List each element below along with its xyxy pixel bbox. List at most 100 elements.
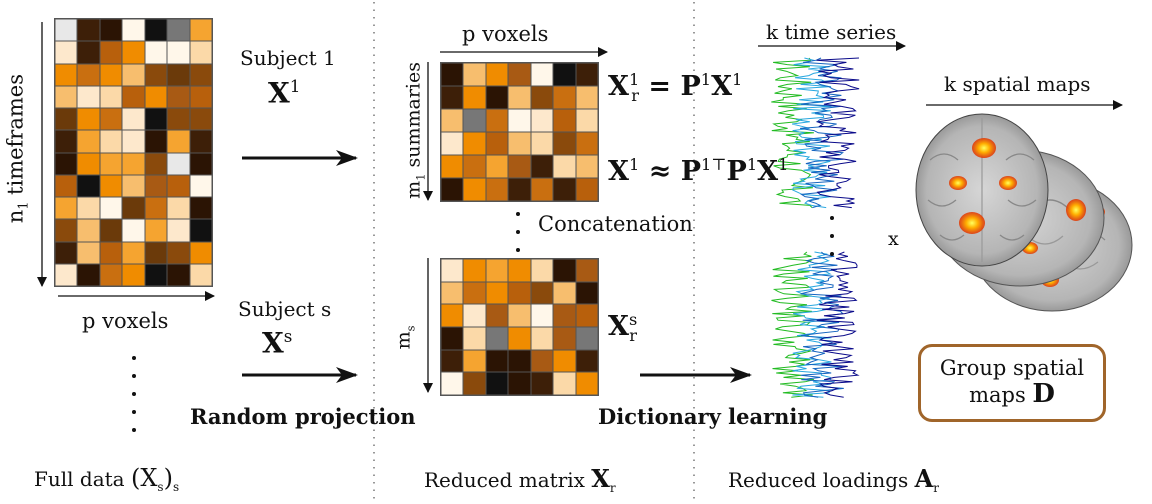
matrix-cell <box>553 372 576 395</box>
full-data-text: Full data <box>34 467 131 491</box>
matrix-cell <box>122 108 145 131</box>
xs-sup: s <box>283 326 293 346</box>
matrix-cell <box>575 63 598 86</box>
matrix-cell <box>485 86 509 109</box>
matrix-cell <box>99 197 123 220</box>
matrix-cell <box>122 174 145 197</box>
matrix-cell <box>189 41 212 64</box>
reduced-matrix-subject-s-symbol: Xsr <box>608 310 637 345</box>
time-series-line <box>800 57 844 209</box>
matrix-cell <box>553 155 576 178</box>
eq1-rhs-end: X <box>711 71 733 102</box>
matrix-cell <box>189 197 212 220</box>
reduced-matrix-x: X <box>591 464 610 493</box>
ms-label: ms <box>393 325 418 349</box>
matrix-cell <box>530 326 554 350</box>
matrix-cell <box>99 108 123 131</box>
matrix-cell <box>553 304 576 327</box>
matrix-cell <box>575 326 598 350</box>
dictionary-learning-label: Dictionary learning <box>598 404 828 429</box>
matrix-cell <box>167 219 190 242</box>
matrix-cell <box>144 85 168 108</box>
time-series-line <box>815 57 860 209</box>
voxels-label-mid: p voxels <box>462 22 549 46</box>
reduced-matrix-caption: Reduced matrix Xr <box>424 464 616 495</box>
xs-base: X <box>262 326 284 360</box>
matrix-cell <box>575 281 598 305</box>
eq1-rhs-end-sup: 1 <box>732 70 743 89</box>
eq2-p: P <box>726 156 747 187</box>
matrix-cell <box>463 259 486 282</box>
matrix-cell <box>167 130 190 153</box>
matrix-cell <box>553 109 576 132</box>
matrix-cell <box>553 349 576 373</box>
matrix-cell <box>144 263 168 286</box>
matrix-cell <box>463 326 486 350</box>
matrix-cell <box>77 219 100 242</box>
time-series-bottom <box>771 251 860 398</box>
timeframes-label: n1 timeframes <box>3 74 30 224</box>
matrix-cell <box>99 130 123 153</box>
eq1-rhs-sup: 1 <box>700 70 712 89</box>
matrix-cell <box>122 219 145 242</box>
matrix-cell <box>144 241 168 264</box>
full-data-sub2: s <box>172 480 180 494</box>
matrix-cell <box>167 263 190 286</box>
multiply-symbol: x <box>888 228 899 250</box>
matrix-cell <box>167 197 190 220</box>
matrix-cell <box>144 41 168 64</box>
matrix-cell <box>55 219 78 242</box>
matrix-cell <box>122 197 145 220</box>
matrix-cell <box>441 155 464 178</box>
matrix-cell <box>167 174 190 197</box>
matrix-cell <box>189 219 212 242</box>
reduced-matrix-subject-s <box>440 258 599 396</box>
matrix-cell <box>77 85 100 108</box>
matrix-cell <box>144 174 168 197</box>
matrix-cell <box>508 281 531 305</box>
matrix-cell <box>575 372 598 395</box>
matrix-cell <box>99 152 123 175</box>
matrix-cell <box>55 130 78 153</box>
matrix-cell <box>99 174 123 197</box>
eq2-x: X <box>757 156 779 187</box>
concatenation-dots <box>516 212 522 266</box>
matrix-cell <box>508 155 531 178</box>
matrix-cell <box>122 19 145 42</box>
matrix-cell <box>122 63 145 86</box>
matrix-cell <box>575 259 598 282</box>
matrix-cell <box>99 263 123 286</box>
matrix-cell <box>553 178 576 201</box>
timeframes-sub: 1 <box>15 201 31 210</box>
matrix-cell <box>530 155 554 178</box>
eq2-lhs-sup: 1 <box>628 155 640 174</box>
matrix-cell <box>441 63 464 86</box>
subject-s-matrix-symbol: Xs <box>262 326 292 359</box>
matrix-cell <box>485 326 509 350</box>
matrix-cell <box>530 132 554 155</box>
matrix-cell <box>55 197 78 220</box>
matrix-cell <box>122 130 145 153</box>
matrix-cell <box>144 197 168 220</box>
matrix-cell <box>485 132 509 155</box>
matrix-cell <box>144 63 168 86</box>
matrix-cell <box>441 178 464 201</box>
time-series-line <box>792 251 832 398</box>
matrix-cell <box>553 63 576 86</box>
time-series-top <box>771 57 860 209</box>
matrix-cell <box>553 281 576 305</box>
matrix-cell <box>122 241 145 264</box>
matrix-cell <box>55 108 78 131</box>
matrix-cell <box>485 178 509 201</box>
matrix-cell <box>77 197 100 220</box>
random-projection-label: Random projection <box>190 404 416 429</box>
matrix-cell <box>122 85 145 108</box>
matrix-cell <box>463 178 486 201</box>
matrix-cell <box>99 85 123 108</box>
summaries-m: m <box>402 180 425 199</box>
eq2-lhs: X <box>608 156 629 187</box>
matrix-cell <box>77 19 100 42</box>
matrix-cell <box>99 241 123 264</box>
time-series-line <box>816 251 860 398</box>
